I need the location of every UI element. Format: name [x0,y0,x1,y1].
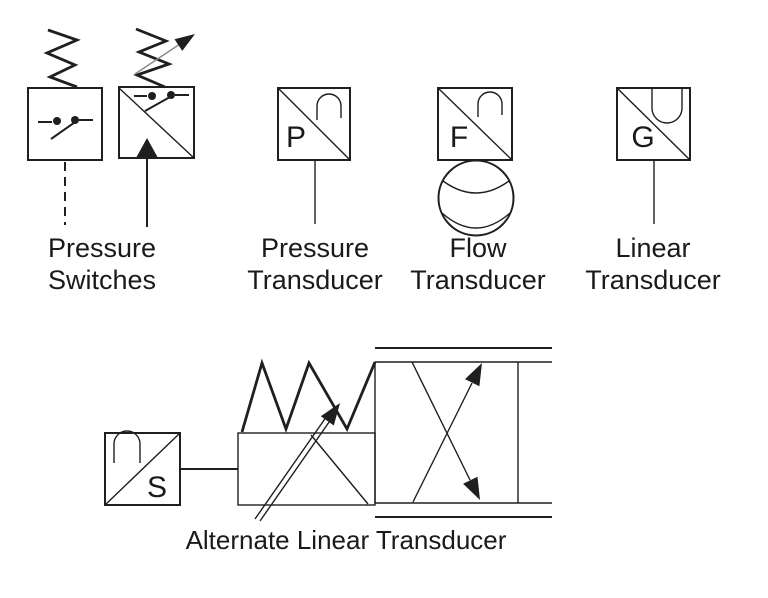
crossed-arrows-icon [411,361,482,503]
cylinder-section [374,347,552,518]
spring-icon [43,28,81,89]
flow-transducer-letter: F [450,121,468,154]
flow-transducer-label-line2: Transducer [410,265,546,295]
switch-contact-icon [38,116,93,140]
adjustment-arrow-icon [254,403,340,522]
alternate-linear-transducer: S [104,347,552,522]
spring-section [237,358,377,522]
pressure-transducer-label-line2: Transducer [247,265,383,295]
u-cup-icon [651,88,683,124]
pressure-switches-label-line1: Pressure [48,233,156,263]
pressure-switch-2 [118,27,195,227]
linear-transducer-label-line1: Linear [615,233,690,263]
spring-box [237,432,376,506]
linear-transducer: G [616,87,691,224]
pressure-transducer: P [277,87,351,224]
transducer-body [277,87,351,161]
transducer-diagonal [277,87,351,161]
alternate-linear-transducer-label: Alternate Linear Transducer [186,525,507,555]
spring-icon [133,27,174,89]
alternate-transducer-letter: S [147,471,167,504]
adjustment-arrow-icon [134,34,195,75]
flow-meter-ball-icon [437,159,515,237]
linear-transducer-label-line2: Transducer [585,265,721,295]
pressure-transducer-label-line1: Pressure [261,233,369,263]
pressure-switch-1 [27,28,103,225]
sensor-diagonal [104,432,181,506]
switch-contact-icon [134,91,189,112]
arch-icon [477,91,503,117]
switch2-diagonal [118,87,195,159]
transducer-diagonal [437,87,513,161]
flow-transducer-label-line1: Flow [449,233,507,263]
pressure-transducer-letter: P [286,121,306,154]
linear-transducer-letter: G [631,121,654,154]
pressure-switches-label-line2: Switches [48,265,156,295]
sensor-box: S [104,430,181,506]
arch-icon [316,93,342,120]
linkage-diagonal [310,434,369,505]
switch1-body [27,87,103,161]
pressure-arrowhead-icon [136,138,158,158]
arch-icon [113,430,141,463]
spring-icon [240,358,377,434]
flow-transducer: F [437,87,515,237]
transducer-diagonal [616,87,691,161]
